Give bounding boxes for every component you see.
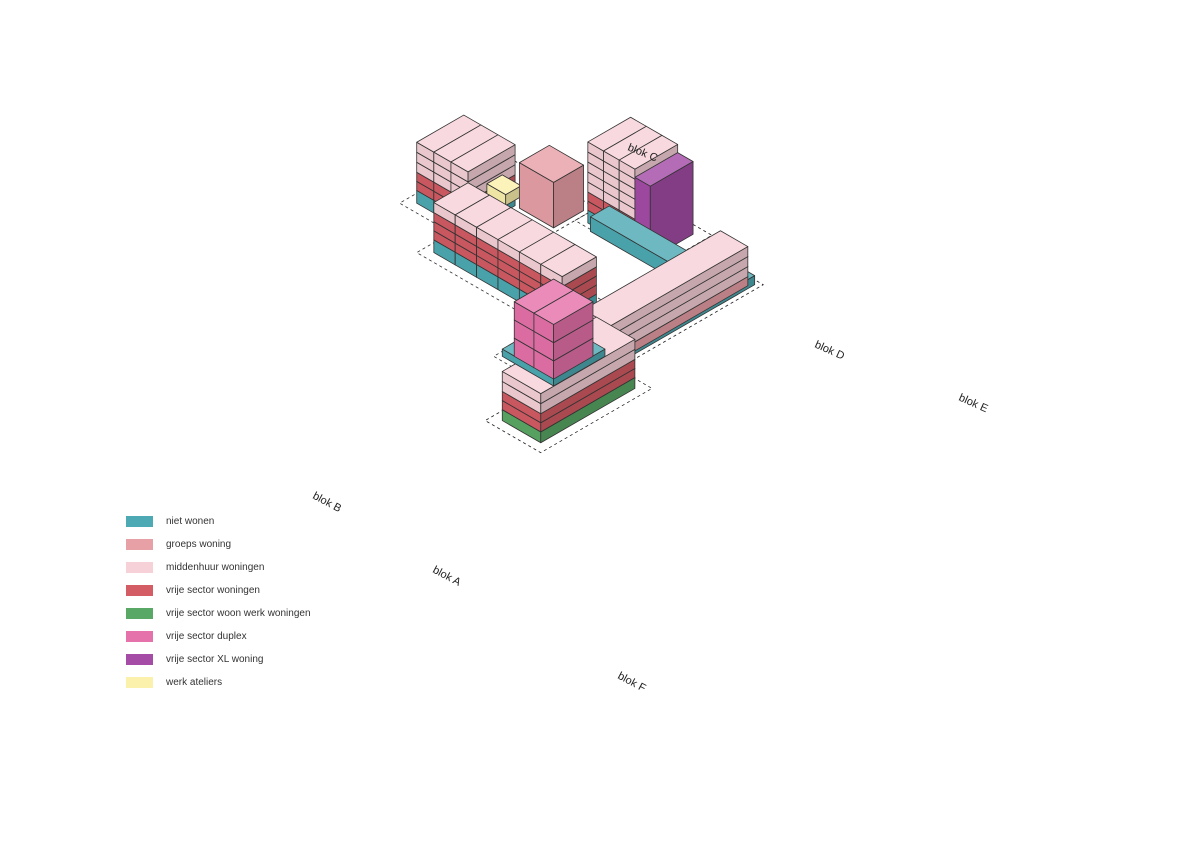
legend-swatch bbox=[126, 538, 153, 550]
legend-item-vrije-sector-duplex: vrije sector duplex bbox=[126, 629, 247, 643]
mass-face-top bbox=[486, 174, 522, 196]
legend-swatch bbox=[126, 676, 153, 688]
label-blok-e: blok E bbox=[957, 392, 990, 415]
legend-label: middenhuur woningen bbox=[166, 561, 265, 573]
legend-label: vrije sector woningen bbox=[166, 584, 260, 596]
blok-f-unit bbox=[533, 289, 594, 344]
building-masses bbox=[416, 114, 756, 444]
legend-item-vrije-sector-woningen: vrije sector woningen bbox=[126, 583, 260, 597]
label-blok-a: blok A bbox=[431, 564, 464, 589]
legend-label: werk ateliers bbox=[166, 676, 223, 688]
legend-item-middenhuur-woningen: middenhuur woningen bbox=[126, 560, 264, 574]
legend-swatch bbox=[126, 584, 153, 596]
label-blok-f: blok F bbox=[616, 670, 648, 695]
blok-b-groeps bbox=[518, 144, 584, 229]
legend-item-groeps-woning: groeps woning bbox=[126, 537, 231, 551]
legend-label: vrije sector XL woning bbox=[166, 653, 264, 665]
blok-c-unit bbox=[618, 134, 679, 180]
legend-swatch bbox=[126, 630, 153, 642]
legend-item-vrije-sector-woon-werk-woningen: vrije sector woon werk woningen bbox=[126, 606, 311, 620]
legend-label: vrije sector duplex bbox=[166, 630, 247, 642]
mass-face-top bbox=[618, 134, 679, 170]
legend-swatch bbox=[126, 515, 153, 527]
blok-b-unit bbox=[450, 134, 516, 183]
legend-swatch bbox=[126, 561, 153, 573]
mass-face-top bbox=[450, 134, 516, 173]
mass-face-top bbox=[533, 289, 594, 325]
legend-item-werk-ateliers: werk ateliers bbox=[126, 675, 222, 689]
legend-label: niet wonen bbox=[166, 515, 215, 527]
legend-swatch bbox=[126, 653, 153, 665]
legend-label: vrije sector woon werk woningen bbox=[166, 607, 311, 619]
legend-label: groeps woning bbox=[166, 538, 232, 550]
mass-face-top bbox=[634, 152, 694, 187]
mass-face-top bbox=[540, 244, 597, 278]
legend-item-vrije-sector-xl-woning: vrije sector XL woning bbox=[126, 652, 263, 666]
label-blok-d: blok D bbox=[813, 339, 846, 363]
legend-item-niet-wonen: niet wonen bbox=[126, 514, 214, 528]
legend-swatch bbox=[126, 607, 153, 619]
mass-face-top bbox=[518, 144, 584, 183]
blok-a-unit bbox=[540, 244, 597, 288]
label-blok-b: blok B bbox=[311, 490, 344, 515]
